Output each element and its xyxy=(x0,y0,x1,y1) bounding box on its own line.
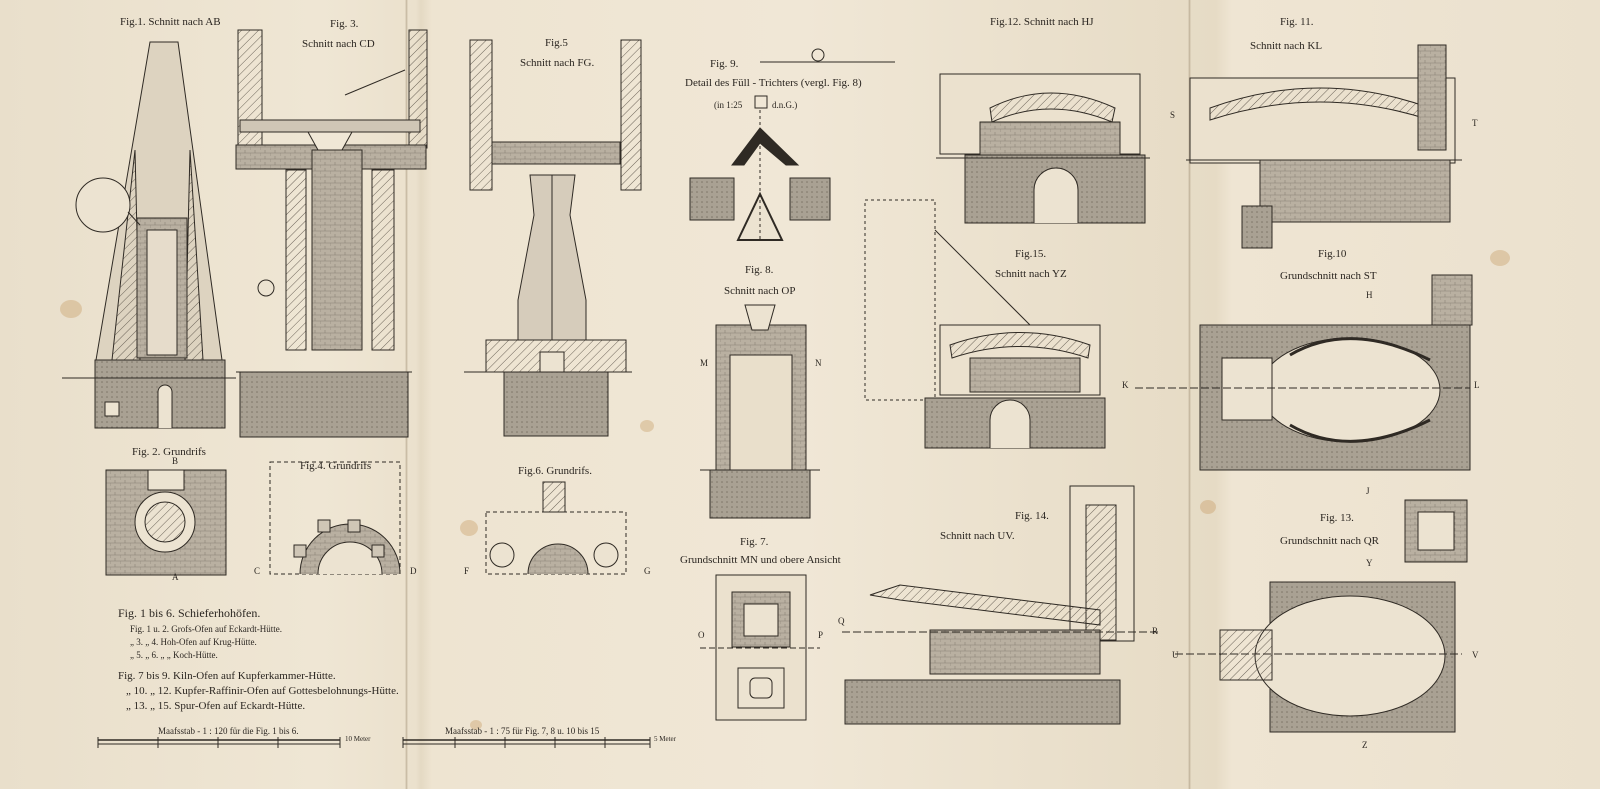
fig12-title: Fig.12. Schnitt nach HJ xyxy=(990,16,1094,28)
stain xyxy=(640,420,654,432)
legend-line-2: „ 3. „ 4. Hoh-Ofen auf Krug-Hütte. xyxy=(130,637,257,647)
letter-J: J xyxy=(1366,486,1370,496)
letter-S: S xyxy=(1170,110,1176,120)
letter-F: F xyxy=(464,566,470,576)
fig11-title: Fig. 11. xyxy=(1280,16,1314,28)
fig4-plan xyxy=(269,461,401,575)
fig11-section xyxy=(1186,44,1462,249)
letter-Y: Y xyxy=(1366,558,1373,568)
letter-Q: Q xyxy=(838,616,845,626)
letter-B: B xyxy=(172,456,179,466)
fig1-title: Fig.1. Schnitt nach AB xyxy=(120,16,221,28)
fig10-title: Fig.10 xyxy=(1318,248,1347,260)
stain xyxy=(1200,500,1216,514)
stain xyxy=(1490,250,1510,266)
stain xyxy=(60,300,82,318)
letter-H: H xyxy=(1366,290,1373,300)
fig3-furnace-section xyxy=(235,29,428,438)
stain xyxy=(470,720,482,730)
fig9-scale-b: d.n.G.) xyxy=(772,100,798,110)
fig11-subtitle: Schnitt nach KL xyxy=(1250,40,1323,52)
fig14-subtitle: Schnitt nach UV. xyxy=(940,530,1015,542)
fig15-section xyxy=(864,199,1106,449)
fig14-section xyxy=(842,485,1158,725)
fig6-plan xyxy=(485,481,627,575)
fig5-furnace-section xyxy=(464,39,642,437)
fig9-title: Fig. 9. xyxy=(710,58,739,70)
fig15-subtitle: Schnitt nach YZ xyxy=(995,268,1067,280)
fig9-subtitle: Detail des Füll - Trichters (vergl. Fig.… xyxy=(685,77,862,89)
legend-line-3: „ 5. „ 6. „ „ Koch-Hütte. xyxy=(130,650,218,660)
fig10-subtitle: Grundschnitt nach ST xyxy=(1280,270,1377,282)
letter-G: G xyxy=(644,566,651,576)
fig13-subtitle: Grundschnitt nach QR xyxy=(1280,535,1379,547)
fig7-title: Fig. 7. xyxy=(740,536,769,548)
fig7-kiln-plan xyxy=(700,574,820,721)
scale-bar-2 xyxy=(402,737,651,748)
fig13-plan xyxy=(1175,499,1468,733)
fig3-title: Fig. 3. xyxy=(330,18,359,30)
letter-A: A xyxy=(172,572,179,582)
letter-P: P xyxy=(818,630,824,640)
scale-label-1: Maafsstab - 1 : 120 für die Fig. 1 bis 6… xyxy=(158,726,299,736)
scale-unit-1: 10 Meter xyxy=(345,735,371,743)
scale-bar-1 xyxy=(97,737,341,748)
fig8-subtitle: Schnitt nach OP xyxy=(724,285,796,297)
letter-O: O xyxy=(698,630,705,640)
legend-title: Fig. 1 bis 6. Schieferhohöfen. xyxy=(118,606,261,620)
letter-D: D xyxy=(410,566,417,576)
scale-label-2: Maafsstab - 1 : 75 für Fig. 7, 8 u. 10 b… xyxy=(445,726,600,736)
fig15-title: Fig.15. xyxy=(1015,248,1047,260)
fig2-plan xyxy=(105,469,227,576)
fig13-title: Fig. 13. xyxy=(1320,512,1354,524)
letter-K: K xyxy=(1122,380,1129,390)
fig1-furnace-section xyxy=(62,41,236,429)
fig8-kiln-section xyxy=(700,304,820,519)
fig9-hopper-detail xyxy=(689,48,895,241)
fig3-subtitle: Schnitt nach CD xyxy=(302,38,375,50)
legend-line-5: „ 10. „ 12. Kupfer-Raffinir-Ofen auf Got… xyxy=(126,685,399,697)
fig4-title: Fig.4. Grundrifs xyxy=(300,460,372,472)
fig6-title: Fig.6. Grundrifs. xyxy=(518,465,592,477)
letter-N: N xyxy=(815,358,822,368)
fold-line xyxy=(1188,0,1191,789)
letter-T: T xyxy=(1472,118,1478,128)
letter-C: C xyxy=(254,566,261,576)
scale-unit-2: 5 Meter xyxy=(654,735,676,743)
fig7-subtitle: Grundschnitt MN und obere Ansicht xyxy=(680,554,841,566)
fig10-plan xyxy=(1135,274,1473,471)
legend-line-6: „ 13. „ 15. Spur-Ofen auf Eckardt-Hütte. xyxy=(126,700,306,712)
fig5-subtitle: Schnitt nach FG. xyxy=(520,57,595,69)
fig9-scale-a: (in 1:25 xyxy=(714,100,743,110)
legend-line-4: Fig. 7 bis 9. Kiln-Ofen auf Kupferkammer… xyxy=(118,670,336,682)
letter-U: U xyxy=(1172,650,1179,660)
fig14-title: Fig. 14. xyxy=(1015,510,1049,522)
letter-L: L xyxy=(1474,380,1480,390)
letter-V: V xyxy=(1472,650,1479,660)
fig12-section xyxy=(936,73,1150,224)
fig5-title: Fig.5 xyxy=(545,37,568,49)
stain xyxy=(460,520,478,536)
fig2-title: Fig. 2. Grundrifs xyxy=(132,446,206,458)
letter-Z: Z xyxy=(1362,740,1368,750)
fig8-title: Fig. 8. xyxy=(745,264,774,276)
legend-line-1: Fig. 1 u. 2. Grofs-Ofen auf Eckardt-Hütt… xyxy=(130,624,282,634)
letter-M: M xyxy=(700,358,709,368)
letter-R: R xyxy=(1152,626,1159,636)
